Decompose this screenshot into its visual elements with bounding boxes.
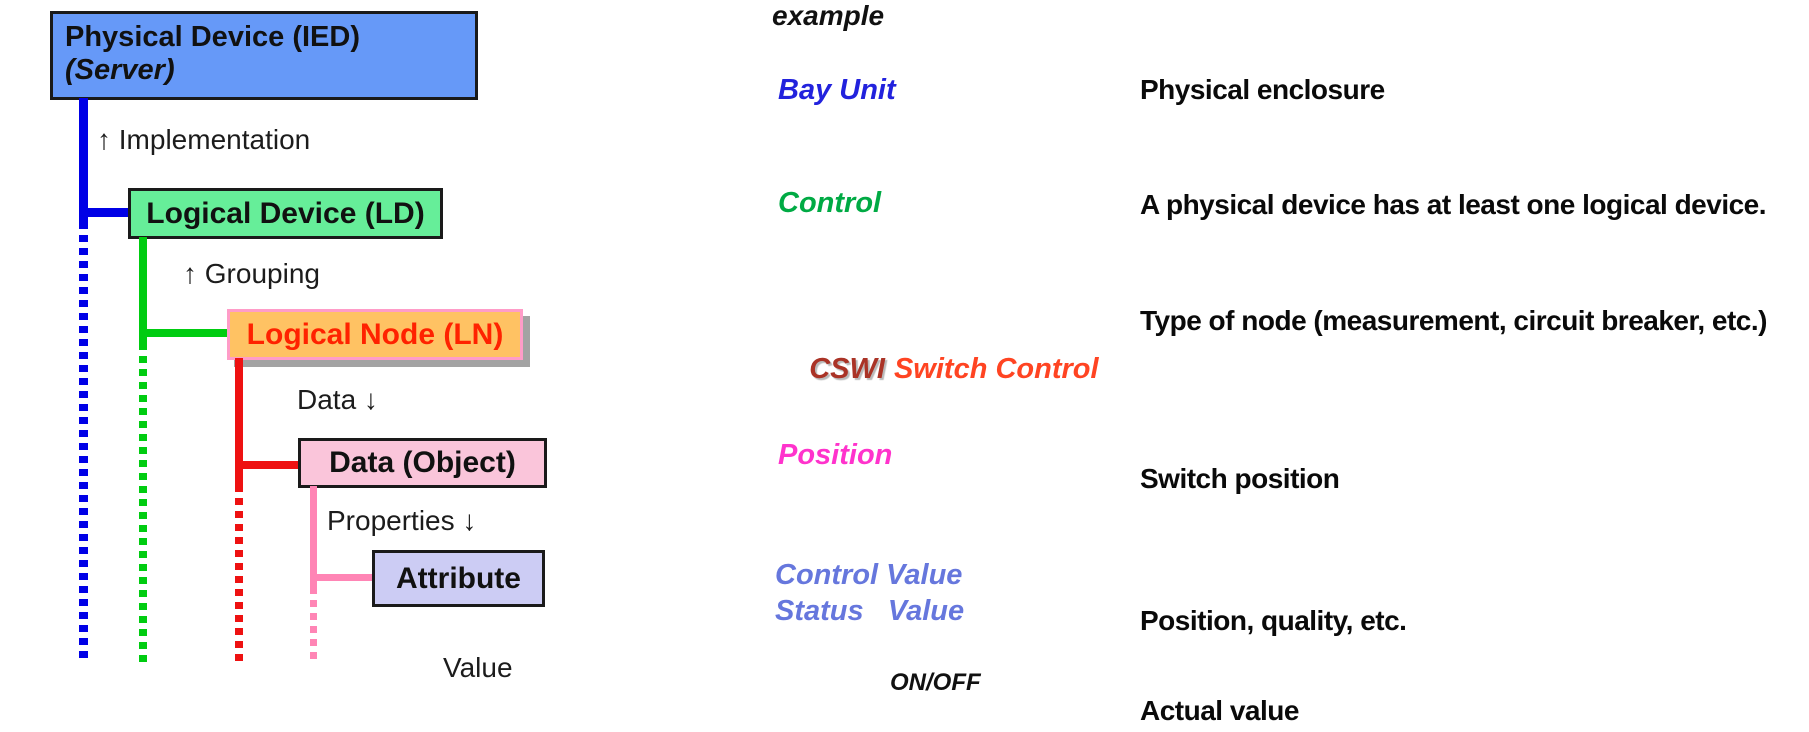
desc-actual-value: Actual value [1140, 695, 1299, 726]
data-arrow-label: Data ↓ [297, 384, 378, 415]
example-position: Position [778, 439, 893, 471]
value-label: Value [443, 652, 513, 683]
pink-connector-dotted [310, 587, 317, 662]
example-control-value: Control Value [775, 559, 963, 591]
logical-device-box: Logical Device (LD) [128, 188, 443, 239]
red-connector-branch [235, 461, 301, 469]
pink-connector-solid [310, 486, 317, 587]
properties-arrow-label: Properties ↓ [327, 505, 477, 536]
physical-device-label: Physical Device (IED) [65, 21, 360, 53]
desc-logical-device: A physical device has at least one logic… [1140, 189, 1767, 220]
pink-connector-branch [310, 574, 375, 581]
attribute-box: Attribute [372, 550, 545, 607]
example-bay-unit: Bay Unit [778, 74, 896, 106]
red-connector-solid [235, 358, 243, 485]
implementation-label: ↑ Implementation [97, 124, 311, 155]
blue-connector-solid [79, 98, 88, 222]
desc-position-quality: Position, quality, etc. [1140, 605, 1407, 636]
logical-node-label: Logical Node (LN) [246, 317, 504, 351]
red-connector-dotted [235, 485, 243, 663]
desc-switch-position: Switch position [1140, 463, 1340, 494]
grouping-label: ↑ Grouping [183, 258, 320, 289]
example-on-off: ON/OFF [890, 669, 981, 696]
green-connector-branch [139, 329, 230, 337]
data-object-box: Data (Object) [298, 438, 547, 488]
example-control: Control [778, 187, 882, 219]
green-connector-solid [139, 237, 147, 343]
example-status-value: Status Value [775, 595, 965, 627]
logical-device-label: Logical Device (LD) [146, 196, 425, 230]
example-cswi: CSWI [809, 353, 885, 385]
example-switch-control: Switch Control [893, 353, 1099, 385]
desc-physical-enclosure: Physical enclosure [1140, 74, 1385, 105]
logical-node-box: Logical Node (LN) [227, 309, 523, 360]
blue-connector-branch [79, 208, 131, 217]
blue-connector-dotted [79, 222, 88, 663]
example-header: example [772, 0, 885, 31]
desc-node-type: Type of node (measurement, circuit break… [1140, 305, 1767, 336]
physical-device-box: Physical Device (IED) (Server) [50, 11, 478, 100]
data-object-label: Data (Object) [329, 446, 516, 479]
green-connector-dotted [139, 343, 147, 663]
server-label: (Server) [65, 54, 175, 86]
attribute-label: Attribute [396, 561, 521, 595]
